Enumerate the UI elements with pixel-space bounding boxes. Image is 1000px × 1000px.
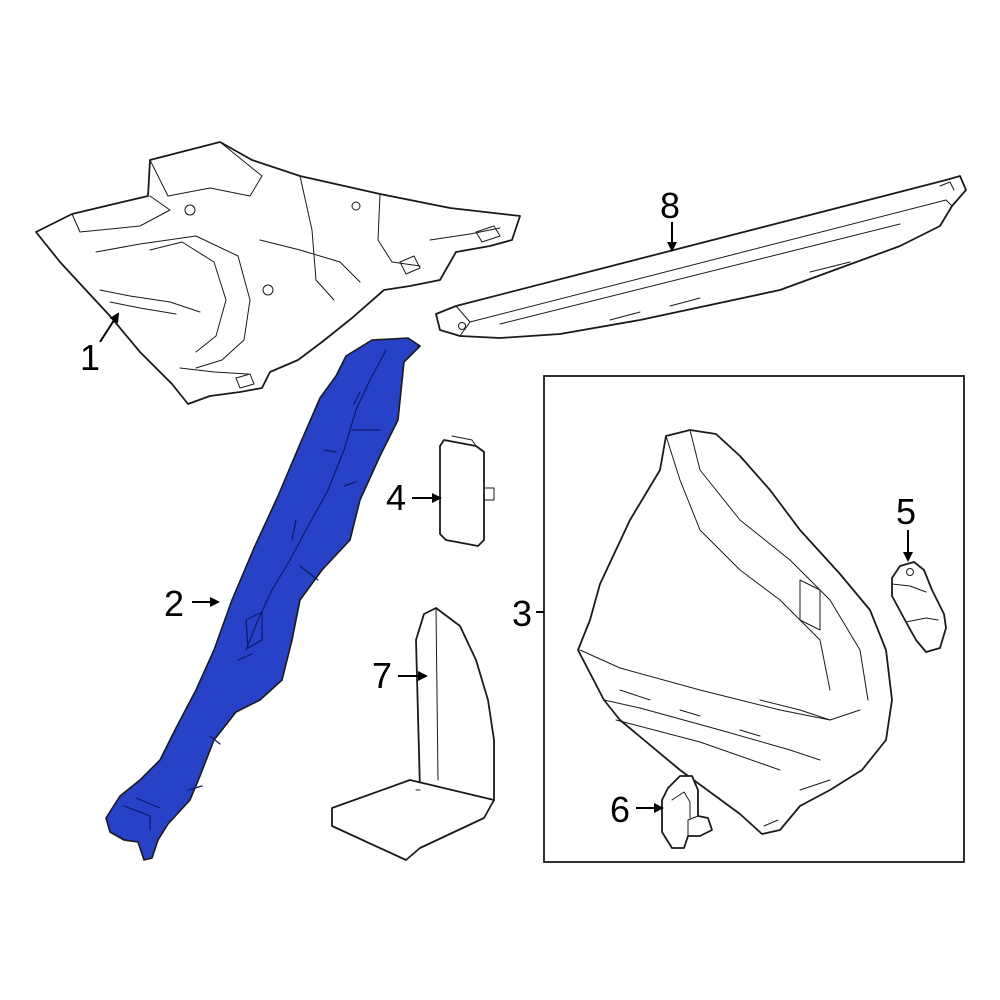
part-3-cargo-side-panel[interactable] xyxy=(577,429,893,835)
callout-6: 6 xyxy=(610,789,630,830)
callout-3: 3 xyxy=(512,593,532,634)
leader-lines xyxy=(99,222,913,813)
part-6-tie-down-hook[interactable] xyxy=(661,775,713,849)
part-1-upper-quarter-trim[interactable] xyxy=(35,141,521,405)
part-5-clip[interactable] xyxy=(891,561,947,653)
callout-4: 4 xyxy=(386,477,406,518)
callout-8: 8 xyxy=(660,185,680,226)
part-2-lower-pillar-trim[interactable] xyxy=(105,337,421,861)
leader-1 xyxy=(99,312,120,343)
part-2-fill xyxy=(105,337,421,861)
part-4-access-cover[interactable] xyxy=(439,435,495,547)
callout-5: 5 xyxy=(896,491,916,532)
part-8-cargo-cover[interactable] xyxy=(435,175,967,339)
part-7-trim-bracket[interactable] xyxy=(331,607,495,861)
callout-labels: 1 2 3 4 5 6 7 8 xyxy=(80,185,916,830)
callout-2: 2 xyxy=(164,583,184,624)
inset-frame xyxy=(543,375,965,863)
callout-7: 7 xyxy=(372,655,392,696)
callout-1: 1 xyxy=(80,337,100,378)
